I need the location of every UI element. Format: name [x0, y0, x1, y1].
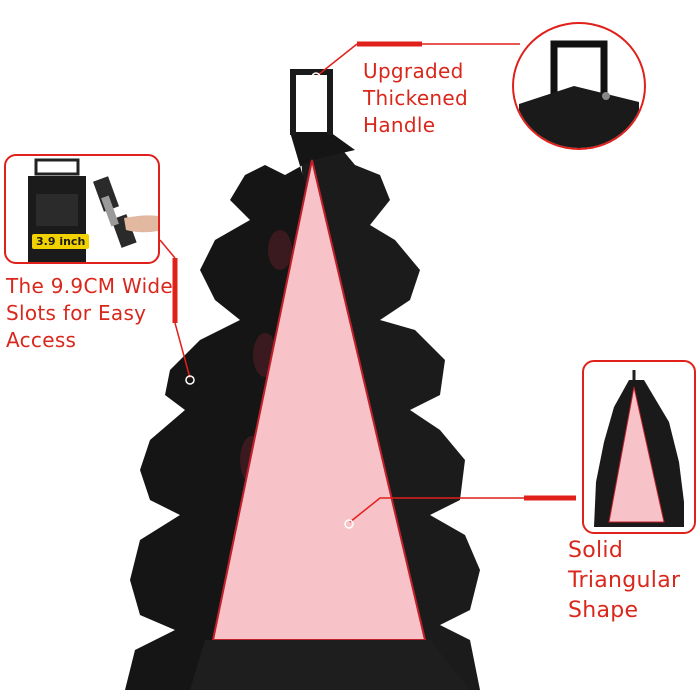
- rack-base: [190, 640, 470, 690]
- handle-detail-inset: [512, 22, 646, 150]
- shape-thumbnail-inset: [582, 360, 696, 534]
- rack-handle: [290, 69, 333, 135]
- rack-slot-hole: [268, 230, 292, 270]
- slot-width-inset: 3.9 inch: [4, 154, 160, 264]
- label-wide-slots: The 9.9CM Wide Slots for Easy Access: [6, 274, 174, 352]
- slot-measurement-badge: 3.9 inch: [32, 234, 90, 249]
- label-triangular-shape: Solid Triangular Shape: [568, 538, 681, 623]
- handle-detail-icon: [519, 40, 639, 148]
- rack-thumbnail-icon: [594, 370, 684, 527]
- label-upgraded-handle: Upgraded Thickened Handle: [363, 59, 468, 137]
